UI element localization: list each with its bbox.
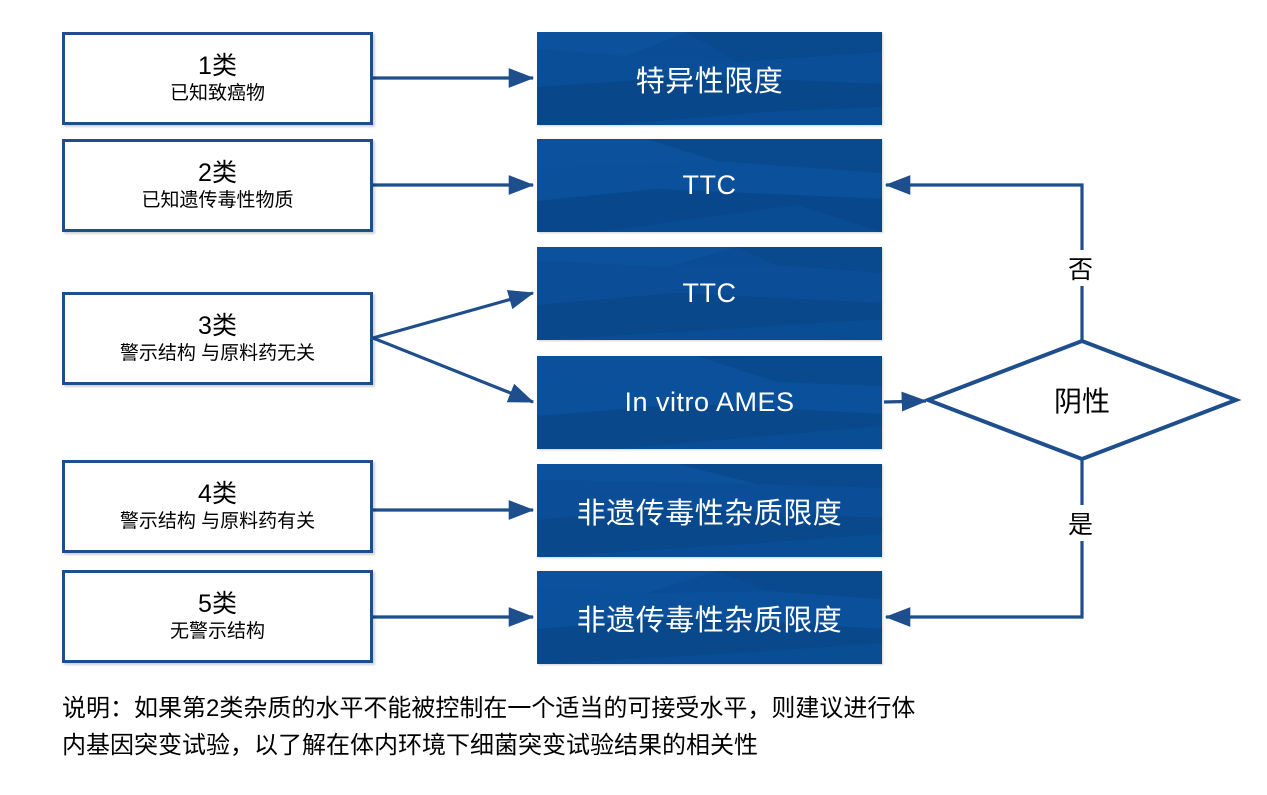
decision-label: 阴性 [1053,386,1110,417]
class-4-number: 4类 [198,479,237,508]
class-5-number: 5类 [198,589,237,618]
process-in-vitro-ames-label: In vitro AMES [624,387,795,417]
arrow-decision-no-to-ttc [884,175,1084,340]
class-4-description: 警示结构 与原料药有关 [119,510,316,532]
arrow-class3-to-ttc [372,290,535,340]
lowpoly-texture [537,356,882,449]
class-3-number: 3类 [198,311,237,340]
class-1-number: 1类 [198,51,237,80]
process-specific-limit-label: 特异性限度 [635,65,784,98]
process-box-non-genotoxic-limit-class5[interactable]: 非遗传毒性杂质限度 [537,571,882,664]
class-1-description: 已知致癌物 [169,82,265,104]
class-2-description: 已知遗传毒性物质 [141,189,294,211]
arrow-class3-to-ames [372,336,535,404]
process-ttc-class2-label: TTC [682,170,737,200]
caption-line-1: 说明：如果第2类杂质的水平不能被控制在一个适当的可接受水平，则建议进行体 [62,695,916,722]
lowpoly-texture [537,464,882,557]
decision-node-negative[interactable]: 阴性 [928,340,1236,460]
process-non-genotoxic-limit-class5-label: 非遗传毒性杂质限度 [576,604,843,637]
process-non-genotoxic-limit-class4-label: 非遗传毒性杂质限度 [576,497,843,530]
lowpoly-texture [537,247,882,340]
class-2-number: 2类 [198,158,237,187]
process-box-specific-limit[interactable]: 特异性限度 [537,32,882,125]
edge-label-no: 否 [1063,250,1099,286]
lowpoly-texture [537,571,882,664]
class-box-4[interactable]: 4类 警示结构 与原料药有关 [62,460,373,553]
process-box-non-genotoxic-limit-class4[interactable]: 非遗传毒性杂质限度 [537,464,882,557]
process-box-ttc-class2[interactable]: TTC [537,139,882,232]
edge-label-yes: 是 [1063,505,1099,541]
caption-line-2: 内基因突变试验，以了解在体内环境下细菌突变试验结果的相关性 [62,732,758,759]
caption-note: 说明：如果第2类杂质的水平不能被控制在一个适当的可接受水平，则建议进行体 内基因… [62,690,1202,764]
process-ttc-class3-label: TTC [682,278,737,308]
lowpoly-texture [537,139,882,232]
class-5-description: 无警示结构 [169,620,265,642]
class-box-2[interactable]: 2类 已知遗传毒性物质 [62,139,373,232]
arrow-ames-to-decision [883,391,928,412]
process-box-in-vitro-ames[interactable]: In vitro AMES [537,356,882,449]
process-box-ttc-class3[interactable]: TTC [537,247,882,340]
class-box-5[interactable]: 5类 无警示结构 [62,570,373,663]
lowpoly-texture [537,32,882,125]
arrow-decision-yes-to-limit [884,460,1084,627]
class-box-3[interactable]: 3类 警示结构 与原料药无关 [62,292,373,385]
class-3-description: 警示结构 与原料药无关 [119,342,316,364]
class-box-1[interactable]: 1类 已知致癌物 [62,32,373,125]
